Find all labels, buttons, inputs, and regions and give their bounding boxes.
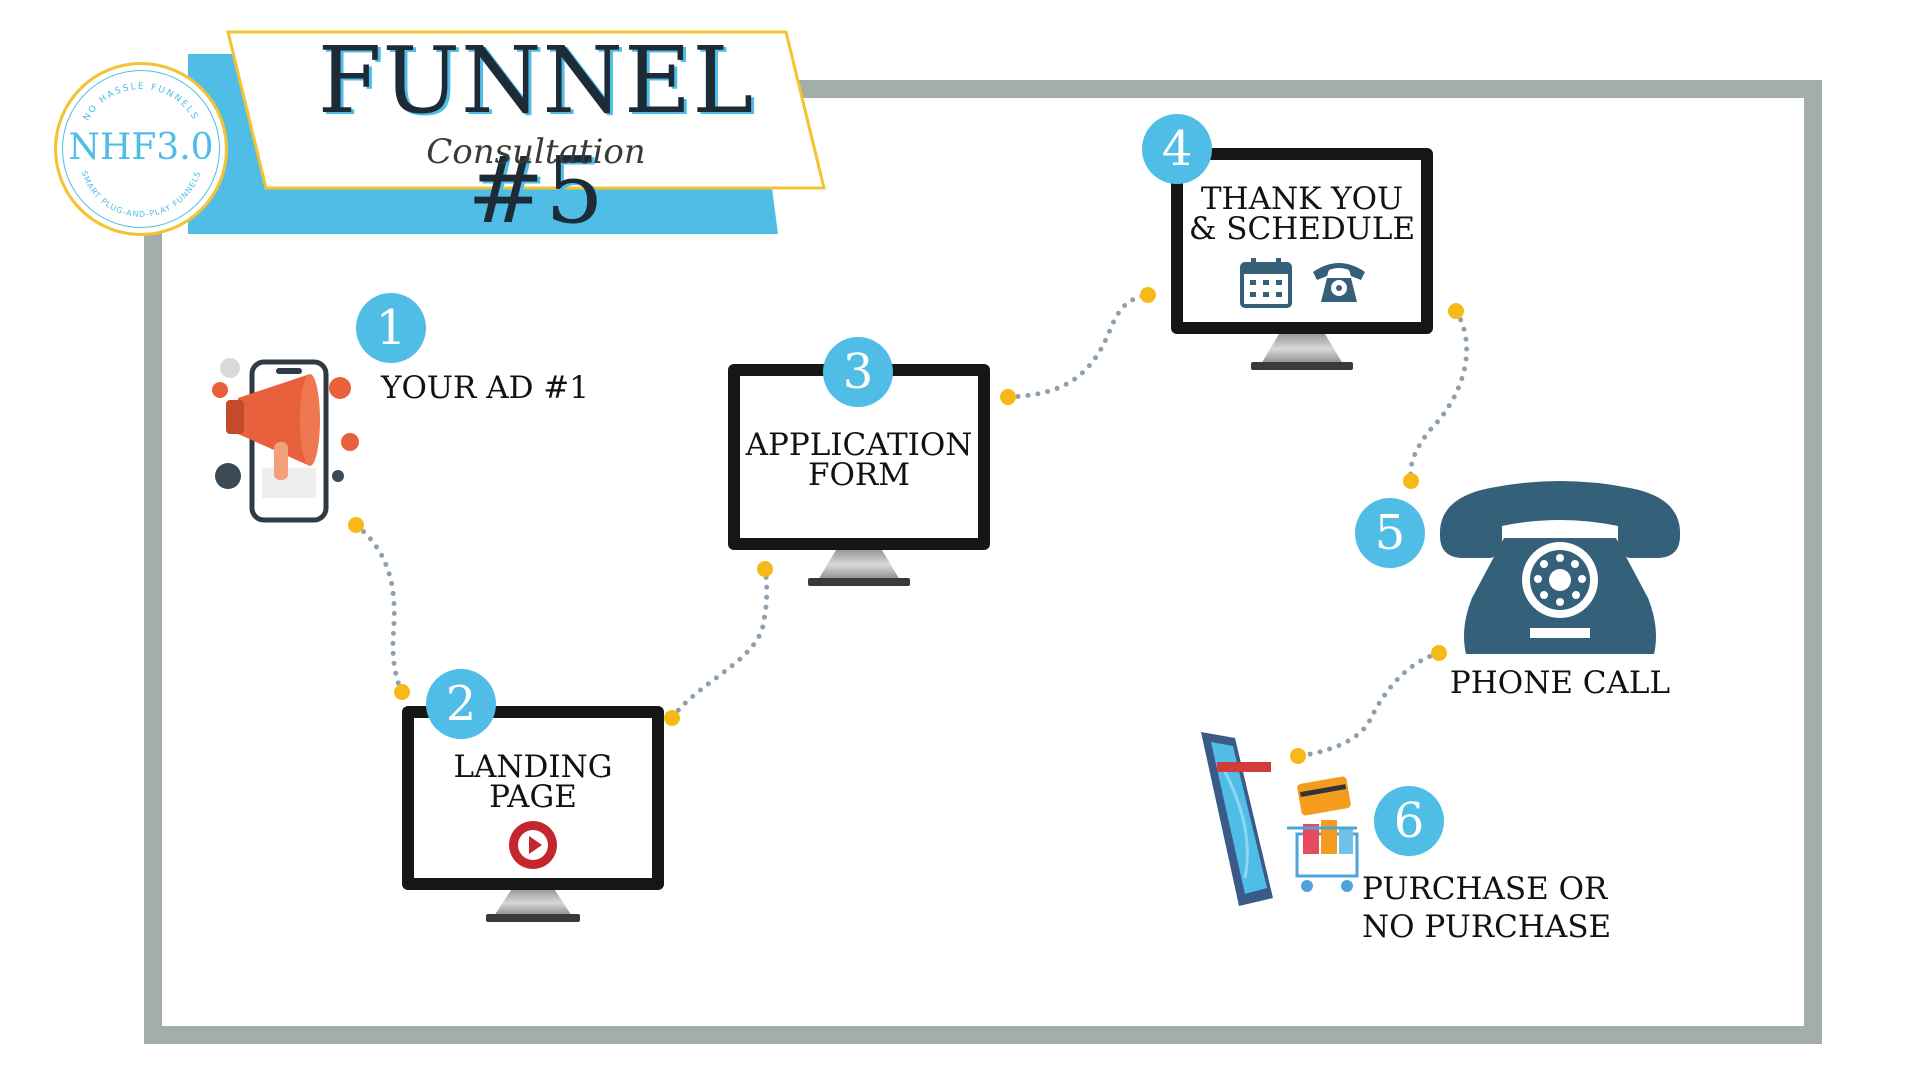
step-number-badge: 6 <box>1374 786 1444 856</box>
rotary-phone-icon <box>1439 481 1681 654</box>
connector-dot <box>1431 645 1447 661</box>
step-number-badge: 2 <box>426 669 496 739</box>
step-label-line-2: & SCHEDULE <box>1188 211 1416 247</box>
shopping-cart-icon <box>1201 732 1359 906</box>
logo-ring-bottom: SMART PLUG-AND-PLAY FUNNELS <box>79 170 201 219</box>
play-button-icon <box>509 821 557 869</box>
logo-text: NHF3.0 <box>68 127 214 168</box>
header-banner-front <box>226 30 826 190</box>
connector-1-2 <box>353 522 405 695</box>
step-number-badge: 5 <box>1355 498 1425 568</box>
connector-dot <box>757 561 773 577</box>
logo-ring-top: NO HASSLE FUNNELS <box>82 82 198 123</box>
connector-3-4 <box>1005 292 1151 400</box>
step-label-line-2: NO PURCHASE <box>1362 909 1612 945</box>
connector-dot <box>1000 389 1016 405</box>
step-label-line-2: PAGE <box>489 779 577 815</box>
step-label: PHONE CALL <box>1449 665 1671 701</box>
step-label-line-2: FORM <box>807 457 910 493</box>
svg-text:SMART PLUG-AND-PLAY FUNNELS: SMART PLUG-AND-PLAY FUNNELS <box>79 170 202 219</box>
connector-dot <box>1403 473 1419 489</box>
connector-dot <box>1140 287 1156 303</box>
monitor-icon: LANDING PAGE <box>402 706 664 926</box>
step-label-line-1: LANDING <box>453 749 613 785</box>
connector-dot <box>394 684 410 700</box>
step-label-line-1: PURCHASE OR <box>1362 871 1608 907</box>
page-subtitle: Consultation <box>426 132 646 172</box>
step-label: YOUR AD #1 <box>381 370 589 406</box>
rotary-phone-icon <box>1313 263 1365 302</box>
connector-dot <box>1290 748 1306 764</box>
connector-2-3 <box>669 565 770 721</box>
connector-dot <box>348 517 364 533</box>
step-number-badge: 3 <box>823 337 893 407</box>
connector-4-5 <box>1408 308 1470 483</box>
step-number-badge: 4 <box>1142 114 1212 184</box>
step-label-line-1: APPLICATION <box>745 427 973 463</box>
calendar-icon <box>1240 258 1292 308</box>
connector-dot <box>664 710 680 726</box>
connector-5-6 <box>1295 650 1442 759</box>
step-label-line-1: THANK YOU <box>1200 181 1404 217</box>
step-number-badge: 1 <box>356 293 426 363</box>
svg-text:NO HASSLE FUNNELS: NO HASSLE FUNNELS <box>82 82 200 123</box>
monitor-icon: THANK YOU & SCHEDULE <box>1171 148 1433 374</box>
connector-dot <box>1448 303 1464 319</box>
megaphone-phone-icon <box>212 358 359 523</box>
nhf-logo: NO HASSLE FUNNELS SMART PLUG-AND-PLAY FU… <box>54 62 228 236</box>
page-title: FUNNEL #5 <box>317 27 755 245</box>
